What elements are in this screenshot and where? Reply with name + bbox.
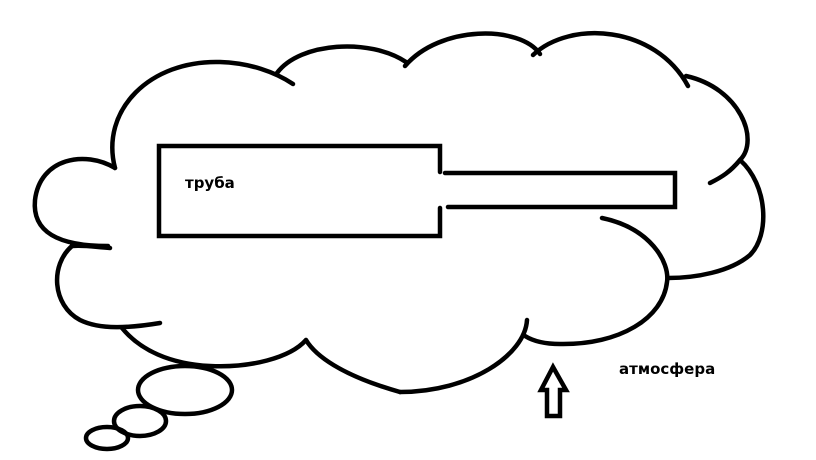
thought-cloud	[32, 30, 766, 395]
thought-bubbles	[83, 363, 235, 452]
thought-bubble-small	[83, 424, 131, 452]
cloud-arc	[274, 44, 409, 76]
cloud-arc	[397, 317, 530, 395]
cloud-arc	[683, 73, 750, 186]
cloud-arc	[665, 157, 766, 281]
cloud-arc	[69, 243, 113, 251]
cloud-arc	[530, 30, 691, 89]
pipe-wide-section	[156, 143, 443, 239]
atmosphere-arrow-icon	[537, 362, 570, 419]
atmosphere-label: атмосфера	[619, 360, 716, 378]
pipe-narrow-section	[442, 170, 678, 210]
pipe-label: труба	[185, 174, 235, 192]
cloud-arc	[32, 156, 118, 249]
cloud-arc	[402, 31, 543, 69]
thought-bubble-large	[135, 363, 235, 417]
cloud-arc	[522, 215, 670, 347]
cloud-arc	[119, 325, 309, 369]
thought-bubble-medium	[111, 403, 169, 439]
cloud-arc	[54, 243, 163, 330]
pipe	[156, 143, 678, 239]
cloud-arc	[110, 59, 296, 171]
cloud-arc	[303, 337, 403, 395]
